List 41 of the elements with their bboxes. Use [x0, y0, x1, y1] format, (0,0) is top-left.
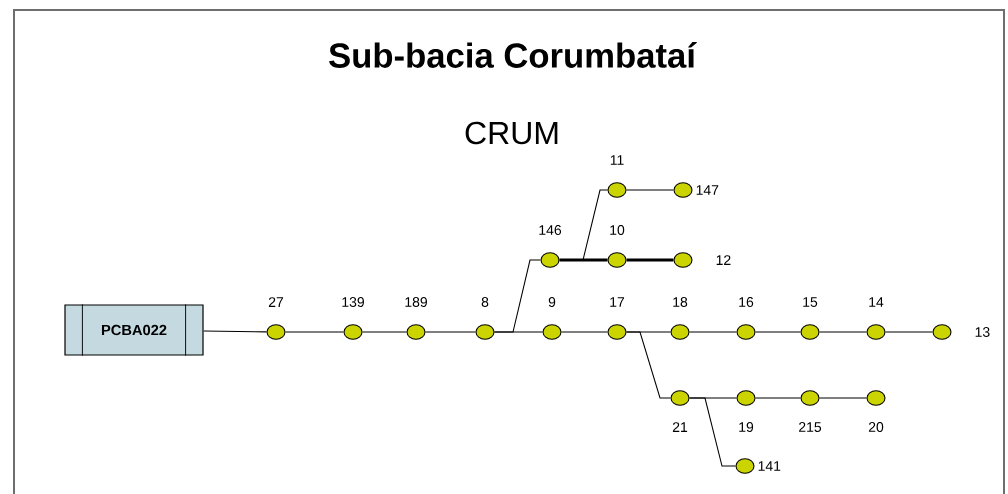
- connector-line: [203, 330, 267, 333]
- title: Sub-bacia Corumbataí: [329, 42, 697, 68]
- station-number: 147: [696, 185, 719, 195]
- connector-line: [689, 331, 737, 333]
- station-number: 141: [758, 461, 781, 471]
- station-number: 16: [739, 297, 754, 307]
- station-number: 139: [342, 297, 364, 307]
- connector-line: [494, 259, 541, 333]
- connector-line: [285, 331, 344, 333]
- connector-line: [626, 258, 674, 262]
- connector-line: [819, 331, 867, 333]
- connector-line: [626, 189, 674, 191]
- station-number: 9: [548, 297, 556, 307]
- station-number: 215: [799, 422, 822, 432]
- station-number: 11: [610, 155, 624, 165]
- station-number: 19: [739, 422, 754, 432]
- station-box: PCBA022: [64, 303, 204, 357]
- connector-line: [885, 331, 933, 333]
- station-number: 21: [672, 422, 688, 432]
- connector-line: [561, 331, 608, 333]
- connector-line: [689, 397, 736, 467]
- connector-line: [425, 331, 476, 333]
- station-number: 27: [268, 297, 284, 307]
- station-number: 13: [975, 327, 990, 337]
- connector-line: [626, 331, 671, 399]
- connector-line: [755, 331, 801, 333]
- station-number: 10: [610, 225, 625, 235]
- connector-line: [819, 397, 867, 399]
- station-number: 189: [405, 297, 427, 307]
- connector-line: [755, 397, 801, 399]
- station-number: 20: [868, 422, 884, 432]
- station-number: 17: [610, 297, 625, 307]
- station-number: 12: [716, 255, 731, 265]
- connector-line: [559, 189, 608, 261]
- station-number: 18: [673, 297, 688, 307]
- station-number: 14: [869, 297, 884, 307]
- connector-line: [362, 331, 407, 333]
- station-number: 8: [481, 297, 489, 307]
- subtitle: CRUM: [465, 121, 558, 145]
- station-number: 146: [539, 225, 562, 235]
- station-number: 15: [803, 297, 818, 307]
